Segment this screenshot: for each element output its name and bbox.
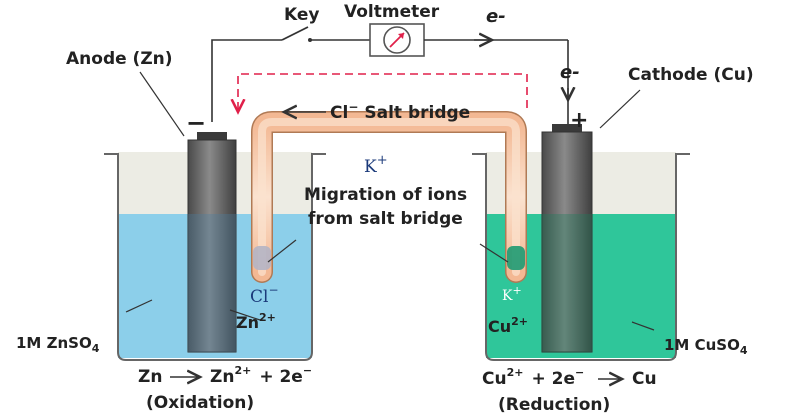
svg-text:Zn: Zn	[138, 367, 162, 387]
chloride-in-tube-label: Cl−	[250, 283, 279, 307]
anode-label: Anode (Zn)	[66, 49, 173, 69]
key-label: Key	[284, 5, 320, 25]
oxidation-equation: Zn Zn2++ 2e−	[138, 364, 312, 387]
potassium-in-tube-label: K+	[502, 284, 522, 304]
cathode-label: Cathode (Cu)	[628, 65, 754, 85]
reduction-label: (Reduction)	[498, 395, 610, 415]
anode-electrode	[187, 132, 237, 353]
cathode-plus-sign: +	[570, 108, 588, 133]
voltmeter	[369, 23, 425, 57]
wire-left	[211, 39, 282, 122]
oxidation-label: (Oxidation)	[146, 393, 254, 413]
salt-bridge-label: Cl−Salt bridge	[330, 100, 470, 123]
cathode-electrode	[541, 124, 593, 353]
reduction-equation: Cu2++ 2e− Cu	[482, 366, 657, 389]
svg-text:Zn2++ 2e−: Zn2++ 2e−	[210, 364, 312, 387]
right-solution-label: 1M CuSO4	[664, 336, 748, 357]
external-circuit	[211, 23, 568, 128]
key-switch	[281, 26, 309, 41]
potassium-ion-label: K+	[364, 153, 388, 177]
pointer-lines	[125, 71, 655, 331]
svg-text:Cu2++ 2e−: Cu2++ 2e−	[482, 366, 584, 389]
zinc-ion-label: Zn2+	[236, 311, 276, 332]
left-solution-label: 1M ZnSO4	[16, 334, 100, 355]
anode-minus-sign: −	[186, 109, 206, 137]
svg-text:Cu: Cu	[632, 369, 657, 389]
migration-label-line1: Migration of ions	[304, 185, 467, 205]
migration-label-line2: from salt bridge	[308, 209, 463, 229]
electron-label-right: e-	[560, 62, 580, 83]
voltmeter-label: Voltmeter	[344, 2, 440, 22]
copper-ion-label: Cu2+	[488, 315, 528, 336]
electron-label-top: e-	[486, 6, 506, 27]
salt-bridge	[251, 111, 527, 283]
ion-flow-dashed-arrow	[238, 73, 528, 112]
